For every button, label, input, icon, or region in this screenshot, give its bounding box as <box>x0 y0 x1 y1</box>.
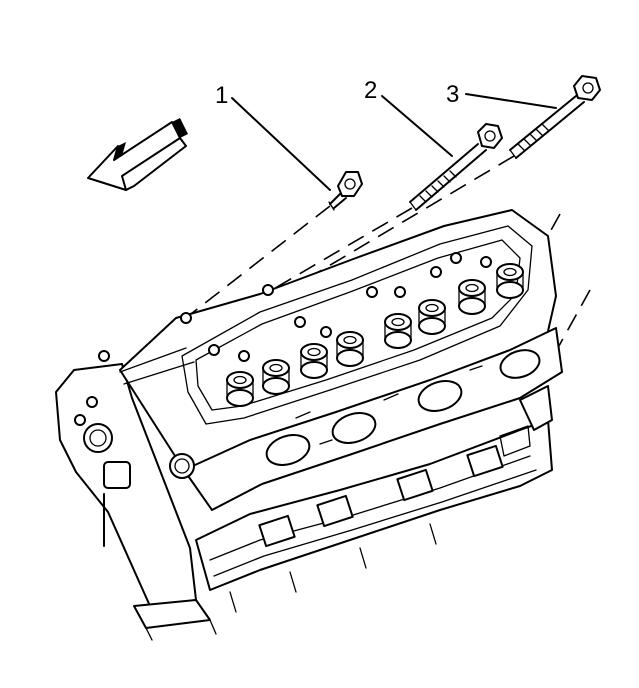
callout-label-1: 1 <box>215 82 228 109</box>
valve-springs <box>226 263 524 407</box>
bolt-1-short <box>328 171 363 211</box>
bolt-3-long <box>509 75 601 159</box>
cylinder-head-assembly <box>55 209 563 641</box>
callout-label-3: 3 <box>446 81 459 108</box>
leader-line-2 <box>381 95 453 157</box>
callout-label-2: 2 <box>364 77 377 104</box>
front-direction-arrow <box>87 118 188 191</box>
leader-line-1 <box>231 97 331 191</box>
bolt-2-medium <box>409 123 503 211</box>
leader-line-3 <box>465 93 557 109</box>
rail-bolts <box>98 252 492 362</box>
